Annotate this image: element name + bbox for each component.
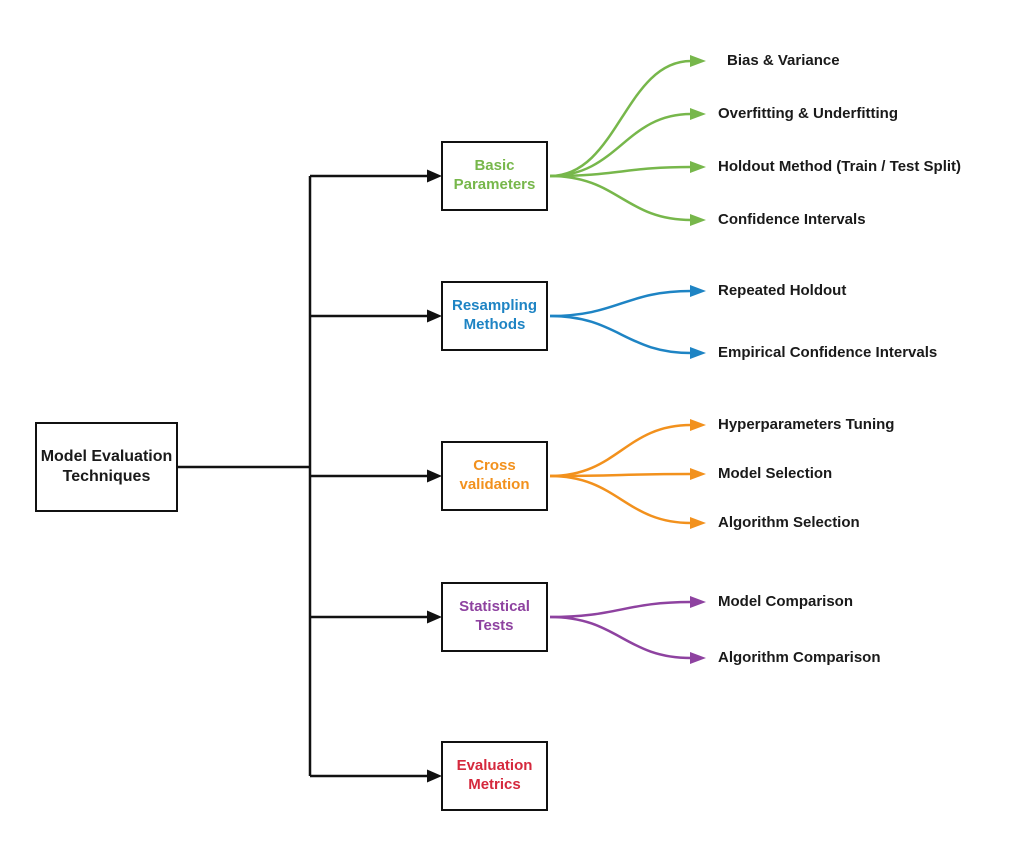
leaf-algorithm-comparison: Algorithm Comparison	[718, 649, 881, 666]
fan-cross-validation	[549, 423, 692, 525]
leaf-model-comparison: Model Comparison	[718, 593, 854, 610]
fan-resampling-methods	[549, 289, 692, 355]
connector-curve	[549, 474, 692, 525]
connector-curve	[549, 112, 692, 178]
connector-curve	[549, 423, 692, 478]
leaf-holdout-method: Holdout Method (Train / Test Split)	[718, 158, 962, 175]
arrowhead-icon	[690, 214, 706, 226]
leaf-algorithm-selection: Algorithm Selection	[718, 514, 860, 531]
arrowhead-icon	[427, 469, 442, 483]
arrowhead-icon	[427, 309, 442, 323]
node-resampling-methods: Resampling Methods	[441, 281, 548, 351]
leaf-repeated-holdout: Repeated Holdout	[718, 282, 847, 299]
fan-arrowheads-resampling-methods	[690, 285, 706, 359]
arrowhead-icon	[690, 55, 706, 67]
connector-curve	[549, 165, 692, 178]
connector-curve	[549, 314, 692, 355]
fan-arrowheads-basic-parameters	[690, 55, 706, 226]
leaf-confidence-intervals: Confidence Intervals	[718, 211, 866, 228]
arrowhead-icon	[690, 596, 706, 608]
leaf-bias-and-variance: Bias & Variance	[727, 52, 840, 69]
arrowhead-icon	[690, 652, 706, 664]
leaf-overfitting-and-underfitting: Overfitting & Underfitting	[718, 105, 898, 122]
fan-basic-parameters	[549, 59, 692, 222]
connector-curve	[549, 615, 692, 660]
fan-arrowheads-cross-validation	[690, 419, 706, 529]
leaf-empirical-confidence-intervals: Empirical Confidence Intervals	[718, 344, 938, 361]
arrowhead-icon	[690, 161, 706, 173]
connector-curve	[549, 59, 692, 178]
node-statistical-tests: Statistical Tests	[441, 582, 548, 652]
node-evaluation-metrics: Evaluation Metrics	[441, 741, 548, 811]
arrowhead-icon	[690, 517, 706, 529]
leaf-model-selection: Model Selection	[718, 465, 833, 482]
arrowhead-icon	[690, 468, 706, 480]
arrowhead-icon	[690, 285, 706, 297]
node-cross-validation: Cross validation	[441, 441, 548, 511]
arrowhead-icon	[690, 108, 706, 120]
arrowhead-icon	[690, 419, 706, 431]
arrowhead-icon	[690, 347, 706, 359]
trunk-arrowheads	[427, 169, 442, 783]
arrowhead-icon	[427, 769, 442, 783]
fan-arrowheads-statistical-tests	[690, 596, 706, 664]
node-model-evaluation-techniques: Model Evaluation Techniques	[35, 422, 178, 512]
connector-curve	[549, 289, 692, 318]
arrowhead-icon	[427, 610, 442, 624]
arrowhead-icon	[427, 169, 442, 183]
trunk-lines	[178, 174, 428, 778]
fan-statistical-tests	[549, 600, 692, 660]
leaf-hyperparameters-tuning: Hyperparameters Tuning	[718, 416, 895, 433]
node-basic-parameters: Basic Parameters	[441, 141, 548, 211]
connector-curve	[549, 174, 692, 222]
connector-curve	[549, 600, 692, 619]
connector-curve	[549, 472, 692, 478]
